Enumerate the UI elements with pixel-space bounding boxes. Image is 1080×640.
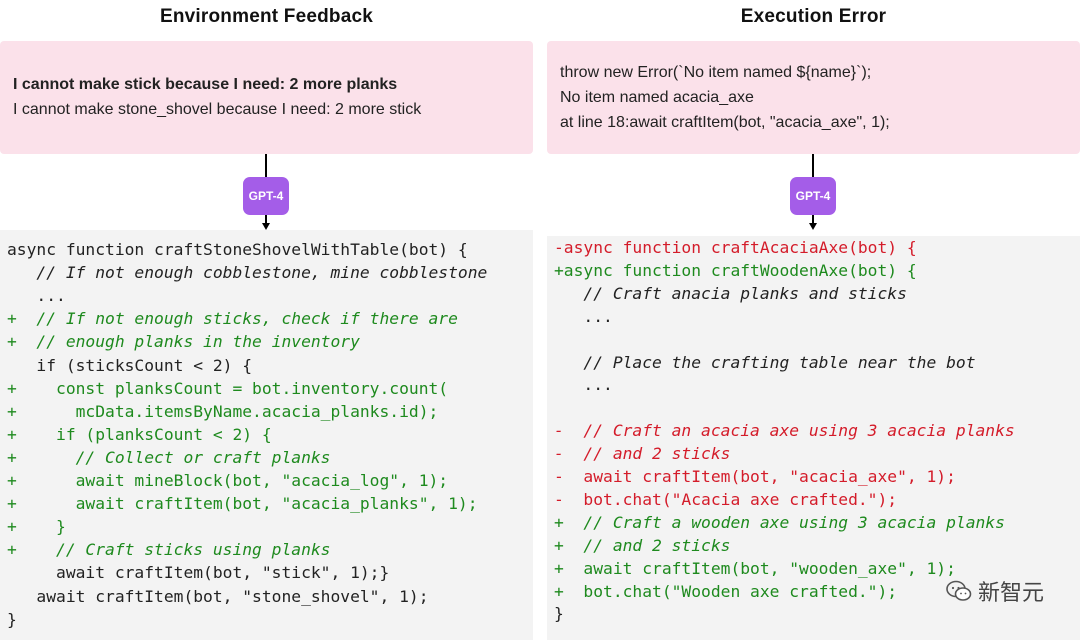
code-line: ... bbox=[7, 286, 66, 306]
error-box: throw new Error(`No item named ${name}`)… bbox=[547, 41, 1080, 154]
code-line: + await craftItem(bot, "acacia_planks", … bbox=[7, 494, 478, 514]
error-line: at line 18:await craftItem(bot, "acacia_… bbox=[560, 114, 890, 131]
code-line: +async function craftWoodenAxe(bot) { bbox=[554, 260, 917, 280]
watermark-text: 新智元 bbox=[977, 580, 1044, 605]
panel-title: Environment Feedback bbox=[159, 6, 374, 27]
code-line: if (sticksCount < 2) { bbox=[7, 355, 253, 375]
code-line: + } bbox=[7, 517, 66, 537]
code-line: + // and 2 sticks bbox=[554, 535, 731, 555]
watermark: 新智元 bbox=[946, 575, 1044, 607]
arrow-connector bbox=[812, 215, 814, 224]
code-line: ... bbox=[554, 306, 613, 326]
gpt4-badge: GPT-4 bbox=[243, 177, 289, 215]
code-line: + if (planksCount < 2) { bbox=[7, 424, 272, 444]
code-line: // Craft anacia planks and sticks bbox=[554, 283, 907, 303]
code-line: + // Collect or craft planks bbox=[7, 447, 331, 467]
code-line: + bot.chat("Wooden axe crafted."); bbox=[554, 581, 898, 601]
gpt4-badge: GPT-4 bbox=[790, 177, 836, 215]
code-line: + await craftItem(bot, "wooden_axe", 1); bbox=[554, 558, 956, 578]
code-line: } bbox=[554, 604, 564, 624]
code-line: ... bbox=[554, 375, 613, 395]
code-line: -async function craftAcaciaAxe(bot) { bbox=[554, 238, 917, 257]
code-line: // Place the crafting table near the bot bbox=[554, 352, 976, 372]
code-line: await craftItem(bot, "stick", 1);} bbox=[7, 563, 390, 583]
feedback-line: I cannot make stone_shovel because I nee… bbox=[13, 101, 422, 118]
code-block: async function craftStoneShovelWithTable… bbox=[0, 230, 533, 640]
error-line: throw new Error(`No item named ${name}`)… bbox=[560, 64, 872, 81]
code-line: + const planksCount = bot.inventory.coun… bbox=[7, 378, 449, 398]
code-line: // If not enough cobblestone, mine cobbl… bbox=[7, 263, 488, 283]
code-line: + await mineBlock(bot, "acacia_log", 1); bbox=[7, 471, 449, 490]
feedback-box: I cannot make stick because I need: 2 mo… bbox=[0, 41, 533, 154]
code-line: + // enough planks in the inventory bbox=[7, 332, 360, 352]
environment-feedback-panel: Environment Feedback I cannot make stick… bbox=[0, 0, 533, 640]
code-line: + // Craft sticks using planks bbox=[7, 540, 331, 560]
arrow-connector bbox=[812, 154, 814, 177]
arrow-head-icon bbox=[809, 223, 817, 230]
code-line: } bbox=[7, 609, 17, 629]
code-line: + // If not enough sticks, check if ther… bbox=[7, 309, 458, 329]
code-line: - // and 2 sticks bbox=[554, 444, 731, 464]
code-line: + mcData.itemsByName.acacia_planks.id); bbox=[7, 401, 439, 421]
arrow-head-icon bbox=[262, 223, 270, 230]
error-line: No item named acacia_axe bbox=[560, 89, 754, 106]
code-line: async function craftStoneShovelWithTable… bbox=[7, 240, 468, 259]
code-line: await craftItem(bot, "stone_shovel", 1); bbox=[7, 586, 429, 606]
code-line: + // Craft a wooden axe using 3 acacia p… bbox=[554, 512, 1005, 532]
arrow-connector bbox=[265, 154, 267, 177]
code-line: - await craftItem(bot, "acacia_axe", 1); bbox=[554, 467, 956, 486]
code-line: - // Craft an acacia axe using 3 acacia … bbox=[554, 421, 1015, 441]
panel-title: Execution Error bbox=[740, 6, 887, 27]
feedback-line: I cannot make stick because I need: 2 mo… bbox=[13, 76, 398, 93]
code-line: - bot.chat("Acacia axe crafted."); bbox=[554, 489, 898, 509]
arrow-connector bbox=[265, 215, 267, 224]
execution-error-panel: Execution Error throw new Error(`No item… bbox=[547, 0, 1080, 640]
wechat-icon bbox=[946, 580, 972, 601]
code-block: -async function craftAcaciaAxe(bot) { +as… bbox=[547, 236, 1080, 640]
